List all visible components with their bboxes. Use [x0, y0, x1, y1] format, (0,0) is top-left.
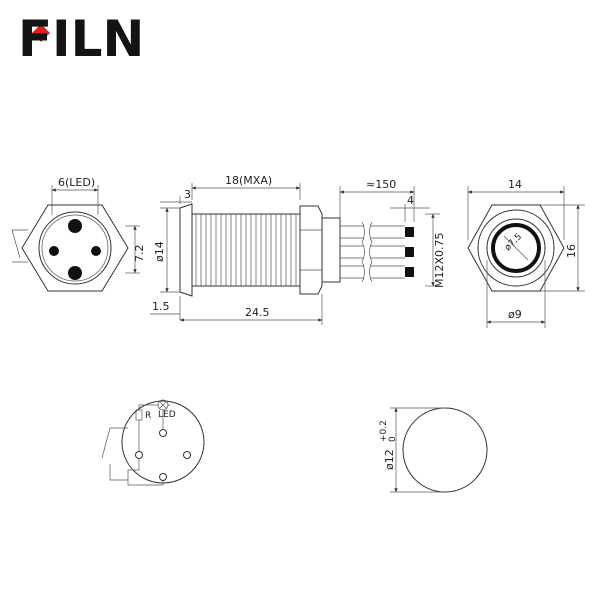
- pin-bottom: [68, 266, 82, 280]
- panel-cutout: ø12 +0.2 0: [379, 407, 488, 493]
- wire-strip-label: 4: [407, 194, 414, 207]
- flange-dim-label: 3: [184, 188, 191, 201]
- side-nut: [299, 205, 323, 295]
- wiring-led-label: LED: [158, 410, 176, 420]
- logo-letter-f: F: [18, 10, 52, 68]
- top-view-body-circle: [486, 218, 546, 278]
- side-rear-body: [321, 217, 341, 283]
- cutout-circle: [402, 407, 488, 493]
- wiring-pin-left: [135, 451, 143, 459]
- front-switch-symbol: [11, 229, 28, 263]
- cutout-diameter-label: ø12: [383, 449, 396, 470]
- cutout-tol-lower: 0: [388, 436, 398, 442]
- thread-spec-label: M12X0.75: [433, 232, 446, 288]
- cutout-tol-upper: +0.2: [379, 420, 389, 442]
- top-bottom-label: ø9: [508, 308, 522, 321]
- wiring-pin-bottom: [159, 473, 167, 481]
- resistor-symbol: [135, 409, 143, 421]
- thread-length-label: 18(MXA): [225, 174, 272, 187]
- top-height-label: 16: [565, 244, 578, 258]
- total-length-label: 24.5: [245, 306, 270, 319]
- ring-dim-label: ø7.5: [503, 232, 524, 253]
- side-flange: [179, 203, 193, 297]
- side-view: 18(MXA) 3 ø14 1.5 24.5 ≈150 4 M12X0.75: [150, 174, 446, 325]
- top-view-outer-circle: [477, 209, 555, 287]
- brand-logo: F ILN: [18, 10, 144, 68]
- led-dim-label: 6(LED): [58, 176, 95, 189]
- front-view-hex: [21, 204, 129, 292]
- wiring-resistor-label: R: [145, 411, 151, 421]
- wiring-pin-top: [159, 429, 167, 437]
- wiring-diagram: LED R: [101, 399, 205, 486]
- side-diameter-label: ø14: [153, 241, 166, 262]
- top-width-label: 14: [508, 178, 522, 191]
- front-height-label: 7.2: [133, 245, 146, 263]
- top-view: ø7.5 14 16 ø9: [467, 178, 585, 328]
- logo-red-diamond: [32, 24, 50, 42]
- front-view: 6(LED) 7.2: [11, 176, 146, 292]
- pin-top: [68, 219, 82, 233]
- pin-right: [91, 246, 101, 256]
- wiring-switch-symbol: [101, 427, 128, 481]
- side-wires: [340, 221, 414, 283]
- logo-letters-iln: ILN: [52, 10, 144, 68]
- front-view-inner-circle: [41, 214, 109, 282]
- wire-length-label: ≈150: [366, 178, 396, 191]
- thread-lines: [195, 214, 297, 286]
- flange-thickness-label: 1.5: [152, 300, 170, 313]
- led-ring: [491, 223, 541, 273]
- wiring-pin-right: [183, 451, 191, 459]
- front-view-outer-circle: [38, 211, 112, 285]
- pin-left: [49, 246, 59, 256]
